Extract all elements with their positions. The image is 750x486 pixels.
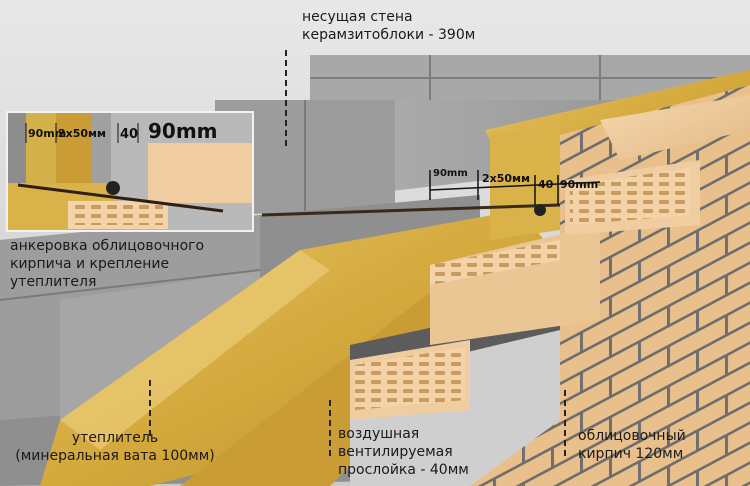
- anchor-fastener: [534, 204, 546, 216]
- dim-brick: 90mm: [560, 178, 599, 191]
- dimension-lines-main: [429, 170, 601, 205]
- facing-brick-wall: [350, 85, 750, 486]
- inset-dim-gap: 40: [120, 127, 139, 142]
- inset-illustration: [8, 113, 252, 230]
- label-facing-brick-line1: облицовочный: [578, 428, 686, 444]
- label-air-gap-line3: прослойка - 40мм: [338, 462, 469, 478]
- dim-block: 90mm: [433, 168, 468, 179]
- label-bearing-wall-line1: несущая стена: [302, 9, 413, 25]
- label-anchoring-line2: кирпича и крепление: [10, 256, 170, 272]
- label-insulation: утеплитель (минеральная вата 100мм): [0, 429, 230, 465]
- inset-dim-wool: 2x50мм: [58, 127, 107, 140]
- label-insulation-line2: (минеральная вата 100мм): [15, 448, 215, 464]
- label-facing-brick: облицовочный кирпич 120мм: [578, 427, 686, 463]
- label-bearing-wall: несущая стена керамзитоблоки - 390м: [302, 8, 475, 44]
- label-facing-brick-line2: кирпич 120мм: [578, 446, 684, 462]
- label-anchoring-line3: утеплителя: [10, 274, 97, 290]
- label-air-gap-line1: воздушная: [338, 426, 420, 442]
- inset-dim-block: 90mm: [28, 127, 67, 140]
- label-anchoring: анкеровка облицовочного кирпича и крепле…: [10, 237, 204, 291]
- label-insulation-line1: утеплитель: [71, 430, 159, 446]
- label-bearing-wall-line2: керамзитоблоки - 390м: [302, 27, 476, 43]
- dim-gap: 40: [538, 178, 554, 191]
- inset-dim-brick: 90mm: [148, 119, 218, 143]
- anchor-rod: [261, 203, 561, 217]
- label-air-gap-line2: вентилируемая: [338, 444, 453, 460]
- label-air-gap: воздушная вентилируемая прослойка - 40мм: [338, 425, 469, 479]
- dim-wool: 2x50мм: [482, 172, 531, 185]
- anchor-detail-inset: 90mm 2x50мм 40 90mm: [6, 111, 254, 232]
- label-anchoring-line1: анкеровка облицовочного: [10, 238, 205, 254]
